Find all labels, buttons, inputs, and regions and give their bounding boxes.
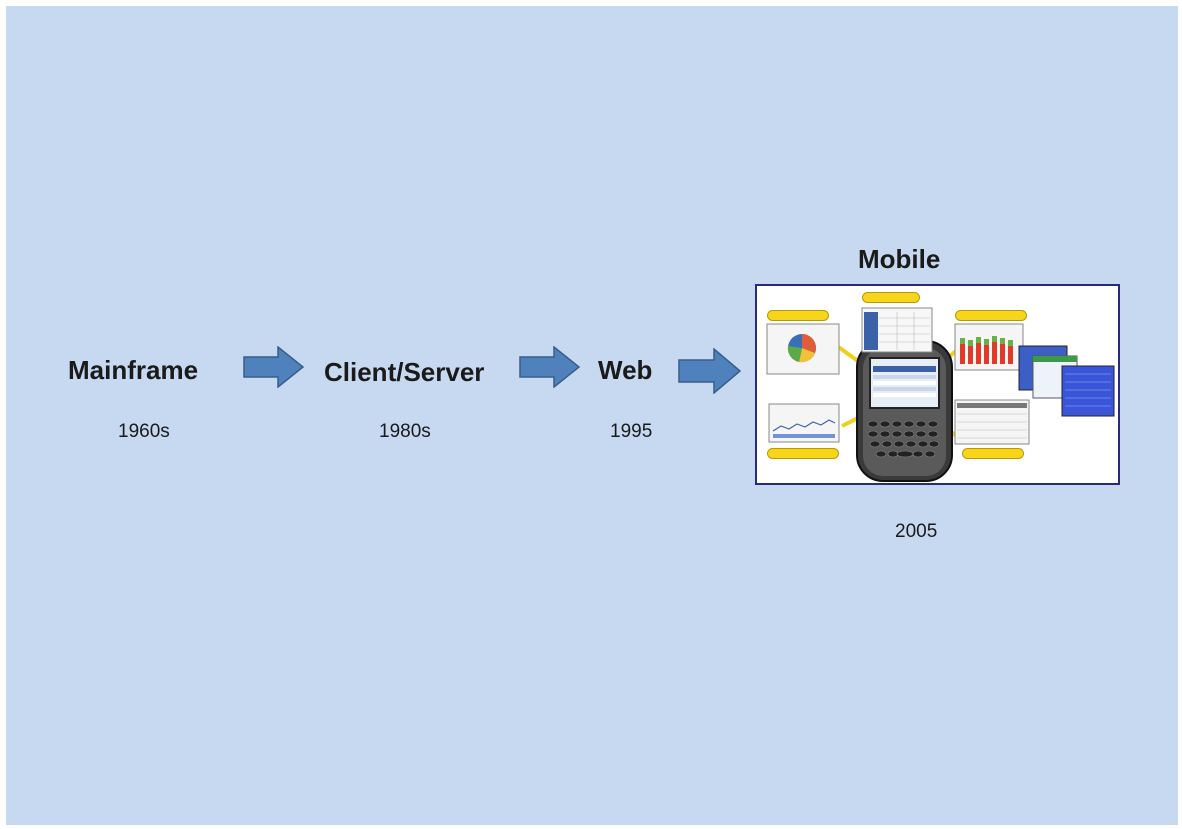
callout-pill — [862, 292, 920, 303]
mobile-dashboard-image — [755, 284, 1120, 485]
right-arrow-icon — [519, 346, 581, 388]
right-arrow-icon — [243, 346, 305, 388]
stage-web-year: 1995 — [610, 421, 653, 442]
mobile-device-illustration — [766, 307, 1115, 482]
timeline-slide: Mainframe 1960s Client/Server 1980s Web … — [6, 6, 1178, 825]
stage-mobile-year: 2005 — [895, 521, 938, 542]
stage-client-server-year: 1980s — [379, 421, 431, 442]
callout-pill — [767, 310, 829, 321]
callout-pill — [962, 448, 1024, 459]
callout-pill — [955, 310, 1027, 321]
stage-web-label: Web — [598, 355, 653, 385]
stage-mobile-label: Mobile — [858, 244, 941, 274]
stage-mainframe-label: Mainframe — [68, 355, 199, 385]
stage-client-server-label: Client/Server — [324, 357, 485, 387]
stage-mainframe-year: 1960s — [118, 421, 170, 442]
right-arrow-icon — [678, 348, 742, 394]
callout-pill — [767, 448, 839, 459]
